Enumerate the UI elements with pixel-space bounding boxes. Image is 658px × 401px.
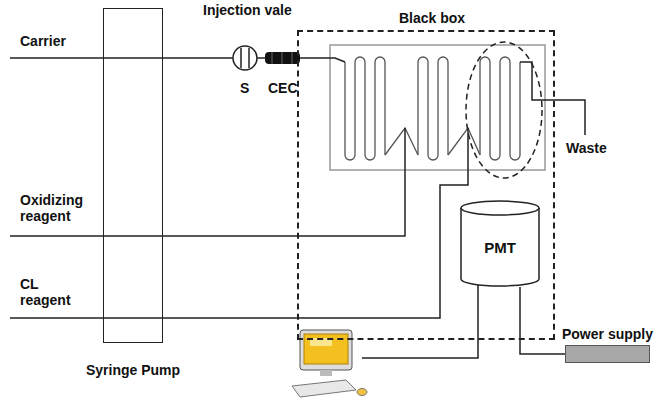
- cl-reagent-line: [10, 128, 468, 318]
- channels: [345, 57, 520, 160]
- oxidizer-line: [10, 128, 405, 236]
- part-label: CL reagent: [20, 276, 82, 308]
- part-label: Waste: [566, 140, 607, 156]
- serpentine-channel: [418, 57, 448, 160]
- node-label: Syringe Pump: [86, 362, 180, 378]
- computer-icon: [292, 330, 367, 397]
- signal-cable: [362, 285, 478, 358]
- monitor: [300, 330, 352, 370]
- carrier-line: [10, 57, 233, 59]
- waste-line: [520, 62, 585, 135]
- black-box: Black boxPMT: [297, 30, 555, 340]
- cec-column: [265, 52, 300, 64]
- microchip: [330, 45, 545, 170]
- power-supply: Power supply: [565, 345, 650, 363]
- pmt-cylinder: PMT: [460, 200, 540, 287]
- part-label: S: [240, 80, 249, 96]
- channel-junction: [385, 128, 418, 155]
- node-label: Power supply: [562, 326, 653, 342]
- channel-junction: [448, 128, 480, 155]
- cylinder-top: [461, 201, 539, 215]
- node-label: Black box: [399, 10, 465, 26]
- part-label: Carrier: [20, 33, 66, 49]
- monitor-stand: [320, 370, 332, 376]
- keyboard: [292, 380, 356, 397]
- part-label: CEC: [268, 80, 298, 96]
- carrier-line: [300, 58, 345, 62]
- column-band: [292, 52, 293, 64]
- cylinder-body: [461, 208, 539, 286]
- column-band: [282, 52, 283, 64]
- node-label: PMT: [484, 239, 516, 256]
- valve-bar: [240, 48, 242, 68]
- carrier-line: [257, 57, 265, 59]
- serpentine-channel: [345, 57, 385, 160]
- part-label: Injection vale: [203, 2, 292, 18]
- mouse: [357, 389, 367, 396]
- serpentine-channel: [480, 57, 520, 160]
- valve-bar: [248, 48, 250, 68]
- part-label: Oxidizing reagent: [20, 192, 112, 224]
- cable: [520, 287, 565, 354]
- column-band: [272, 52, 273, 64]
- syringe-pump: Syringe Pump: [103, 8, 163, 343]
- injection-valve: [233, 46, 257, 70]
